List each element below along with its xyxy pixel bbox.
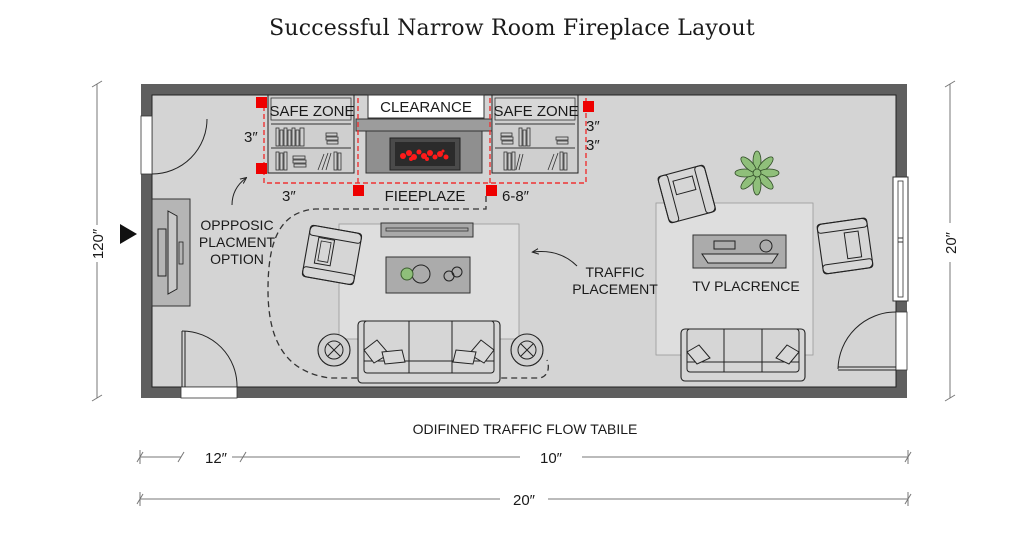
tv-console-left: [151, 198, 191, 307]
bookshelf-left: [267, 94, 355, 174]
side-table-left: [317, 333, 351, 367]
tv-stand-center: [380, 222, 474, 238]
traffic-path: [267, 196, 549, 379]
door-left-top[interactable]: [140, 115, 208, 175]
dim-left-bottom: 3″: [282, 188, 296, 205]
armchair-left: [301, 224, 363, 286]
tv-console-right: [692, 234, 787, 269]
opposite-placement-line1: OPPPOSIC: [200, 217, 273, 233]
dimension-left: [91, 80, 103, 402]
dim-bottom-segment-1: 12″: [205, 450, 228, 467]
entry-arrow-icon: [120, 224, 137, 244]
dim-right-bottom: 3″: [586, 137, 600, 154]
fire-icon: [400, 149, 449, 161]
window-right: [892, 176, 909, 302]
traffic-placement-line1: TRAFFIC: [585, 264, 644, 280]
tv-placement-label: TV PLACRENCE: [692, 278, 799, 294]
dim-left-vertical: 3″: [244, 129, 258, 146]
safe-zone-right-label: SAFE ZONE: [493, 103, 578, 120]
fireplace: [355, 94, 493, 174]
armchair-right-top: [657, 164, 716, 224]
plant-icon: [734, 150, 780, 196]
dim-right-top: 3″: [586, 118, 600, 135]
coffee-table: [385, 256, 471, 294]
fireplace-label: FIEEPLAZE: [385, 188, 466, 205]
door-right-bottom[interactable]: [837, 311, 908, 371]
safe-zone-left-label: SAFE ZONE: [269, 103, 354, 120]
opposite-arrow-icon: [231, 178, 246, 206]
opposite-placement-line2: PLACMENT: [199, 234, 276, 250]
sofa-right: [680, 328, 806, 382]
dimension-right: [944, 80, 956, 402]
side-table-right: [510, 333, 544, 367]
dim-right-height: 20″: [943, 231, 960, 254]
safe-zone-outline: [263, 98, 587, 184]
bookshelf-right: [491, 94, 579, 174]
sofa-left: [357, 320, 501, 384]
opposite-placement-line3: OPTION: [210, 251, 264, 267]
armchair-right-side: [816, 217, 874, 275]
traffic-arrow-icon: [533, 252, 578, 267]
dimension-bottom-segments: [136, 450, 912, 464]
traffic-flow-table-title: ODIFINED TRAFFIC FLOW TABILE: [413, 421, 638, 437]
clearance-label: CLEARANCE: [380, 99, 472, 116]
dim-bottom-segment-2: 10″: [540, 450, 563, 467]
dim-bottom-total: 20″: [513, 492, 536, 509]
door-bottom-left[interactable]: [180, 330, 238, 399]
dim-hearth: 6-8″: [502, 188, 530, 205]
diagram-title: Successful Narrow Room Fireplace Layout: [269, 16, 755, 41]
plant-icon: [400, 267, 414, 281]
clearance-markers: [256, 97, 594, 196]
dim-left-height: 120″: [90, 228, 107, 259]
traffic-placement-line2: PLACEMENT: [572, 281, 658, 297]
dimension-bottom-total: [136, 492, 912, 506]
